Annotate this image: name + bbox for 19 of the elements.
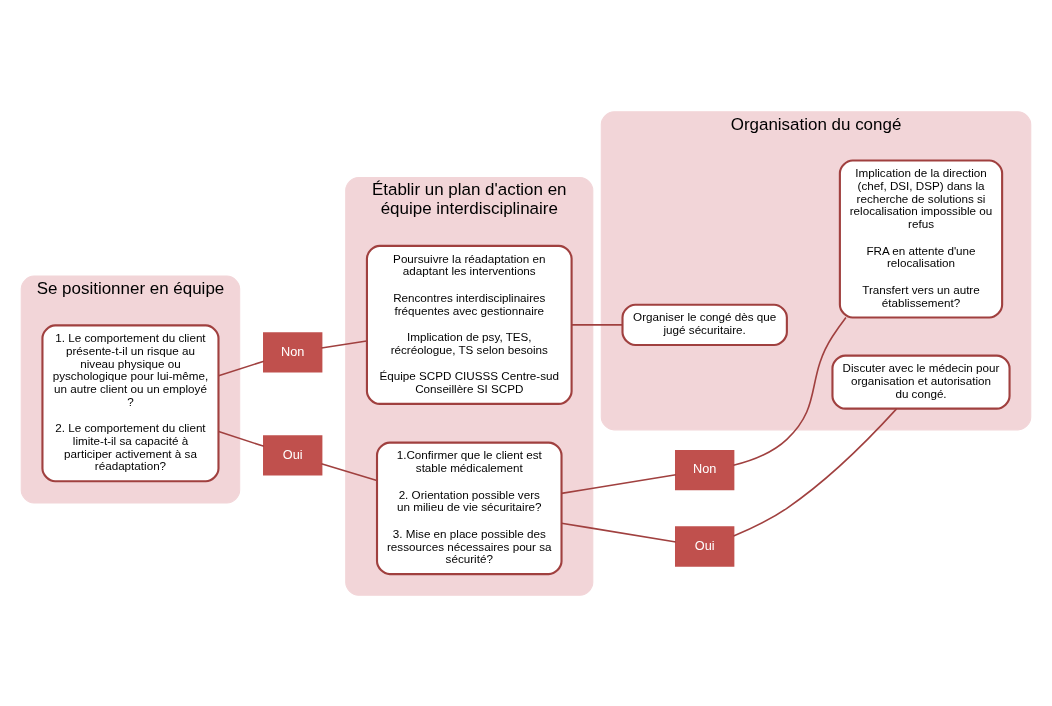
connector xyxy=(560,473,677,494)
node-box: Organiser le congé dès que jugé sécuritaire. xyxy=(621,303,788,346)
node-box: Oui xyxy=(675,525,735,567)
connector xyxy=(560,521,677,543)
node-box: Non xyxy=(675,449,735,490)
node-box: Non xyxy=(263,331,323,373)
connector xyxy=(217,430,265,447)
node-box: Implication de la direction (chef, DSI, DSP) dans la recherche de solutions si relocalisation impossible ou refus FRA en attente d'une relocalisation Transfert vers un autre établissement? xyxy=(838,158,1004,318)
node-box: 1. Le comportement du client présente-t-il un risque au niveau physique ou pyschologique pour lui-même, un autre client ou un employé ? 2. Le comportement du client limite-t-il sa capacité à participer activement à sa réadaptation? xyxy=(41,323,220,482)
node-box: 1.Confirmer que le client est stable médicalement 2. Orientation possible vers un milieu de vie sécuritaire? 3. Mise en place possible des ressources nécessaires pour sa sécurité? xyxy=(375,441,563,575)
node-box: Oui xyxy=(263,434,323,475)
connector xyxy=(320,339,368,349)
node-box: Discuter avec le médecin pour organisation et autorisation du congé. xyxy=(831,354,1011,410)
connector xyxy=(570,323,624,326)
connector xyxy=(320,462,378,481)
connector xyxy=(217,359,265,376)
node-box: Poursuivre la réadaptation en adaptant les interventions Rencontres interdisciplinaires fréquentes avec gestionnaire Implication de psy, TES, récréologue, TS selon besoins Équipe SCPD CIUSSS Centre-sud Conseillère SI SCPD xyxy=(365,244,573,405)
connector xyxy=(732,316,847,466)
connector xyxy=(732,407,898,537)
